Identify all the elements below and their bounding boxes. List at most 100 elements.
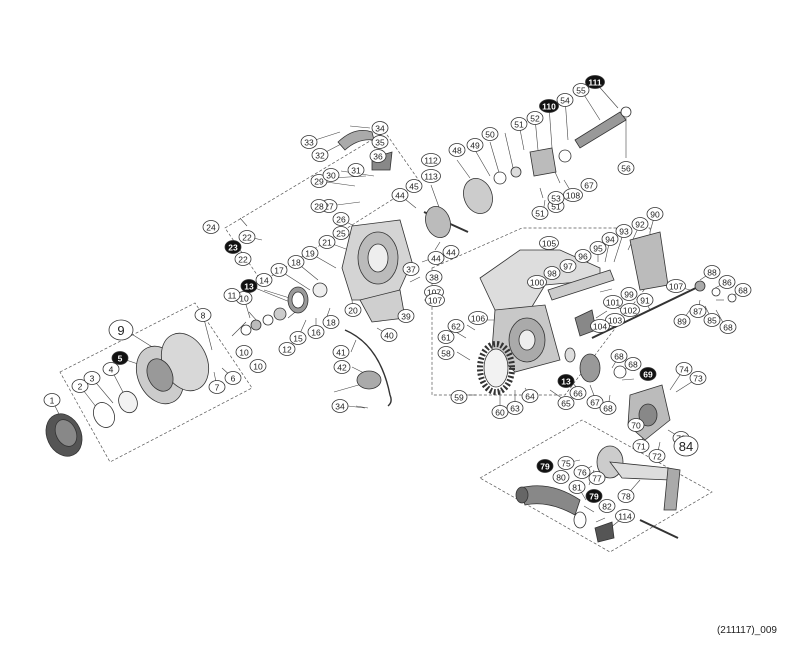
callout-label: 51 [551,202,561,212]
callout-77: 77 [588,471,606,485]
callout-38: 38 [425,270,443,284]
callout-label: 13 [561,377,571,387]
callout-label: 111 [588,78,602,88]
callout-bubble [636,293,654,307]
callout-bubble [539,99,559,113]
callout-bubble [586,395,604,409]
callout-bubble [481,127,499,141]
callout-label: 42 [337,363,347,373]
callout-bubble [580,178,598,192]
callout-bubble [620,303,640,317]
callout-bubble [718,275,736,289]
callout-58: 58 [437,346,455,360]
callout-bubble [194,308,212,322]
callout-50: 50 [481,127,499,141]
callout-bubble [331,399,349,413]
callout-label: 77 [592,474,602,484]
callout-59: 59 [450,390,468,404]
callout-label: 99 [624,290,634,300]
callout-34: 34 [331,399,349,413]
callout-84: 84 [673,435,699,457]
callout-68: 68 [734,283,752,297]
callout-105: 105 [539,236,559,250]
callout-bubble [598,499,616,513]
callout-label: 107 [428,296,442,306]
callout-bubble [240,279,258,293]
callout-15: 15 [289,331,307,345]
callout-bubble [646,207,664,221]
callout-98: 98 [543,266,561,280]
callout-102: 102 [620,303,640,317]
callout-14: 14 [255,273,273,287]
callout-bubble [572,83,590,97]
callout-label: 79 [540,462,550,472]
callout-bubble [585,489,603,503]
callout-100: 100 [527,275,547,289]
callout-67: 67 [580,178,598,192]
callout-label: 110 [542,102,556,112]
callout-label: 34 [335,402,345,412]
rotor-part [341,219,413,323]
callout-label: 28 [314,202,324,212]
callout-64: 64 [521,389,539,403]
callout-34: 34 [371,121,389,135]
callout-74: 74 [675,362,693,376]
callout-68: 68 [719,320,737,334]
callout-label: 88 [707,268,717,278]
callout-label: 101 [606,298,620,308]
callout-label: 1 [50,396,55,406]
callout-bubble [202,220,220,234]
callout-label: 18 [291,258,301,268]
callout-bubble [333,360,351,374]
callout-label: 72 [652,452,662,462]
callout-11: 11 [223,288,241,302]
callout-65: 65 [557,396,575,410]
callout-bubble [689,371,707,385]
handle-part [515,445,681,543]
callout-label: 17 [274,266,284,276]
callout-26: 26 [332,212,350,226]
callout-bubble [568,480,586,494]
callout-88: 88 [703,265,721,279]
callout-106: 106 [468,311,488,325]
callout-bubble [234,252,252,266]
callout-95: 95 [589,241,607,255]
callout-label: 44 [395,191,405,201]
callout-label: 68 [614,352,624,362]
callout-bubble [310,199,328,213]
callout-29: 29 [310,174,328,188]
callout-bubble [536,459,554,473]
callout-66: 66 [569,386,587,400]
callout-bubble [556,93,574,107]
callout-bubble [521,389,539,403]
callout-36: 36 [369,149,387,163]
callout-55: 55 [572,83,590,97]
callout-label: 10 [239,348,249,358]
callout-bubble [43,393,61,407]
callout-bubble [421,153,441,167]
callout-70: 70 [627,418,645,432]
callout-bubble [589,241,607,255]
callout-bubble [235,345,253,359]
callout-label: 45 [409,182,419,192]
callout-73: 73 [689,371,707,385]
callout-97: 97 [559,259,577,273]
callout-label: 87 [693,307,703,317]
callout-78: 78 [617,489,635,503]
callout-10: 10 [235,345,253,359]
callout-bubble [448,143,466,157]
callout-label: 38 [429,273,439,283]
callout-bubble [559,259,577,273]
callout-bubble [402,262,420,276]
handle-group-outline [479,419,713,553]
callout-label: 14 [259,276,269,286]
callout-label: 24 [206,223,216,233]
callout-25: 25 [332,226,350,240]
callout-label: 39 [401,312,411,322]
callout-bubble [466,138,484,152]
callout-label: 68 [603,404,613,414]
callout-44: 44 [442,245,460,259]
callout-label: 22 [242,233,252,243]
callout-bubble [425,293,445,307]
callout-22: 22 [238,230,256,244]
